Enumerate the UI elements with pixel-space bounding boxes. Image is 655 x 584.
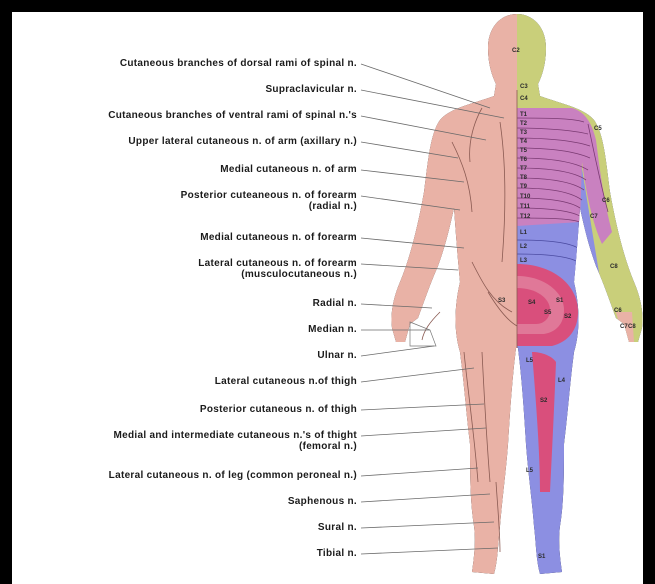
seg-trunk-8: T9 xyxy=(520,184,528,190)
seg-leg-0: L5 xyxy=(526,358,534,364)
leader-line xyxy=(361,368,474,382)
seg-head: C2 xyxy=(512,48,520,54)
seg-leg-2: S2 xyxy=(540,398,548,404)
label-dorsal-rami: Cutaneous branches of dorsal rami of spi… xyxy=(120,58,357,69)
seg-sacral-3: S1 xyxy=(556,298,564,304)
median-ulnar-bracket xyxy=(410,322,436,346)
label-line: Median n. xyxy=(308,324,357,335)
label-line: Supraclavicular n. xyxy=(265,84,357,95)
seg-trunk-9: T10 xyxy=(520,194,531,200)
leader-line xyxy=(361,468,478,476)
seg-trunk-3: T4 xyxy=(520,139,528,145)
leader-line xyxy=(361,64,490,108)
label-medial-arm: Medial cutaneous n. of arm xyxy=(220,164,357,175)
label-line: Medial cutaneous n. of arm xyxy=(220,164,357,175)
seg-arm-3: C8 xyxy=(610,264,618,270)
label-radial: Radial n. xyxy=(313,298,357,309)
seg-hand-1: C8 xyxy=(628,324,636,330)
seg-leg-1: L4 xyxy=(558,378,566,384)
leader-line xyxy=(361,428,486,436)
seg-sacral-0: S3 xyxy=(498,298,506,304)
seg-arm-2: C7 xyxy=(590,214,598,220)
label-line: Tibial n. xyxy=(317,548,357,559)
seg-trunk-0: T1 xyxy=(520,112,528,118)
seg-trunk-4: T5 xyxy=(520,148,528,154)
diagram-frame: C2 C3 C4 C5 C6 C7 C8 C6 C8 C7 T1 T2 T3 T… xyxy=(12,12,643,584)
seg-trunk-2: T3 xyxy=(520,130,528,136)
label-saphenous: Saphenous n. xyxy=(288,496,357,507)
seg-sacral-1: S4 xyxy=(528,300,536,306)
seg-arm-0: C5 xyxy=(594,126,602,132)
label-line: Lateral cutaneous n.of thigh xyxy=(215,376,357,387)
label-line: (radial n.) xyxy=(181,201,357,212)
seg-neck-0: C3 xyxy=(520,84,528,90)
label-line: Upper lateral cutaneous n. of arm (axill… xyxy=(128,136,357,147)
label-line: (femoral n.) xyxy=(114,441,357,452)
seg-trunk-11: T12 xyxy=(520,214,531,220)
seg-sacral-4: S2 xyxy=(564,314,572,320)
label-line: Lateral cutaneous n. of leg (common pero… xyxy=(109,470,357,481)
seg-trunk-6: T7 xyxy=(520,166,528,172)
seg-trunk-1: T2 xyxy=(520,121,528,127)
label-line: Medial cutaneous n. of forearm xyxy=(200,232,357,243)
label-line: Medial and intermediate cutaneous n.'s o… xyxy=(114,430,357,441)
label-supraclavicular: Supraclavicular n. xyxy=(265,84,357,95)
label-line: Lateral cutaneous n. of forearm xyxy=(198,258,357,269)
label-ventral-rami: Cutaneous branches of ventral rami of sp… xyxy=(108,110,357,121)
seg-lumbar-1: L2 xyxy=(520,244,528,250)
label-median: Median n. xyxy=(308,324,357,335)
seg-sacral-2: S5 xyxy=(544,310,552,316)
label-line: Cutaneous branches of dorsal rami of spi… xyxy=(120,58,357,69)
seg-lumbar-2: L3 xyxy=(520,258,528,264)
label-line: Cutaneous branches of ventral rami of sp… xyxy=(108,110,357,121)
label-lateral-leg: Lateral cutaneous n. of leg (common pero… xyxy=(109,470,357,481)
seg-hand-2: C7 xyxy=(620,324,628,330)
seg-leg-4: S1 xyxy=(538,554,546,560)
label-ulnar: Ulnar n. xyxy=(317,350,357,361)
label-lateral-forearm: Lateral cutaneous n. of forearm(musculoc… xyxy=(198,258,357,280)
leader-line xyxy=(361,404,484,410)
label-lateral-thigh: Lateral cutaneous n.of thigh xyxy=(215,376,357,387)
label-tibial: Tibial n. xyxy=(317,548,357,559)
seg-hand-0: C6 xyxy=(614,308,622,314)
leader-line xyxy=(361,346,434,356)
label-line: Posterior cutaneous n. of thigh xyxy=(200,404,357,415)
seg-trunk-5: T6 xyxy=(520,157,528,163)
leader-line xyxy=(361,494,490,502)
label-posterior-thigh: Posterior cutaneous n. of thigh xyxy=(200,404,357,415)
seg-trunk-10: T11 xyxy=(520,204,531,210)
label-line: Posterior cuteaneous n. of forearm xyxy=(181,190,357,201)
label-posterior-forearm: Posterior cuteaneous n. of forearm(radia… xyxy=(181,190,357,212)
seg-trunk-7: T8 xyxy=(520,175,528,181)
seg-lumbar-0: L1 xyxy=(520,230,528,236)
seg-arm-1: C6 xyxy=(602,198,610,204)
label-medial-forearm: Medial cutaneous n. of forearm xyxy=(200,232,357,243)
seg-leg-3: L5 xyxy=(526,468,534,474)
label-line: Sural n. xyxy=(318,522,357,533)
label-upper-lateral-arm: Upper lateral cutaneous n. of arm (axill… xyxy=(128,136,357,147)
seg-neck-1: C4 xyxy=(520,96,528,102)
label-line: Radial n. xyxy=(313,298,357,309)
label-line: Saphenous n. xyxy=(288,496,357,507)
label-sural: Sural n. xyxy=(318,522,357,533)
label-line: Ulnar n. xyxy=(317,350,357,361)
label-medial-intermediate-thigh: Medial and intermediate cutaneous n.'s o… xyxy=(114,430,357,452)
label-line: (musculocutaneous n.) xyxy=(198,269,357,280)
